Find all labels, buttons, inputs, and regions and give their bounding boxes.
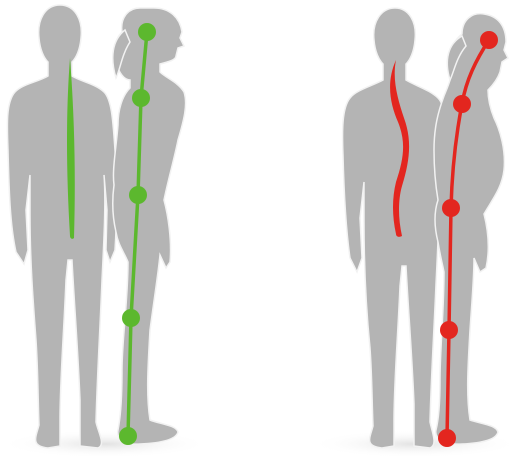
man-back-view-figure	[7, 5, 116, 448]
alignment-marker-dot	[129, 186, 147, 204]
woman-side-view-figure	[113, 8, 186, 444]
correct-posture-panel	[0, 5, 210, 458]
alignment-marker-dot	[480, 31, 498, 49]
floor-shadow	[0, 430, 210, 458]
incorrect-posture-panel	[310, 8, 519, 458]
woman-side-view-figure	[434, 14, 508, 444]
alignment-marker-dot	[438, 429, 456, 447]
alignment-marker-dot	[119, 427, 137, 445]
alignment-marker-dot	[453, 95, 471, 113]
alignment-marker-dot	[440, 321, 458, 339]
alignment-marker-dot	[138, 23, 156, 41]
alignment-marker-dot	[122, 309, 140, 327]
alignment-marker-dot	[132, 89, 150, 107]
alignment-marker-dot	[442, 199, 460, 217]
